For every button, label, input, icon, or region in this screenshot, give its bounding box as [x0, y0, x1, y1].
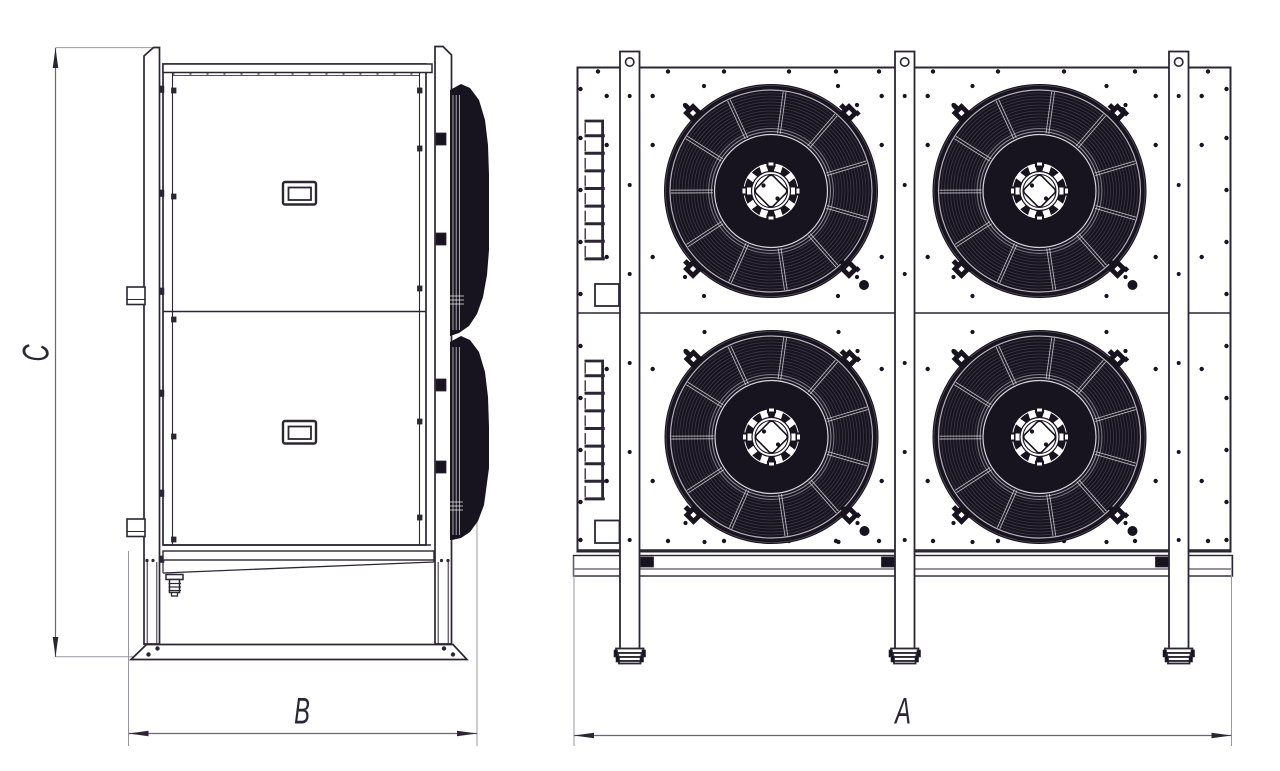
svg-text:B: B: [294, 690, 310, 732]
svg-text:C: C: [15, 344, 57, 362]
svg-text:A: A: [894, 690, 911, 732]
